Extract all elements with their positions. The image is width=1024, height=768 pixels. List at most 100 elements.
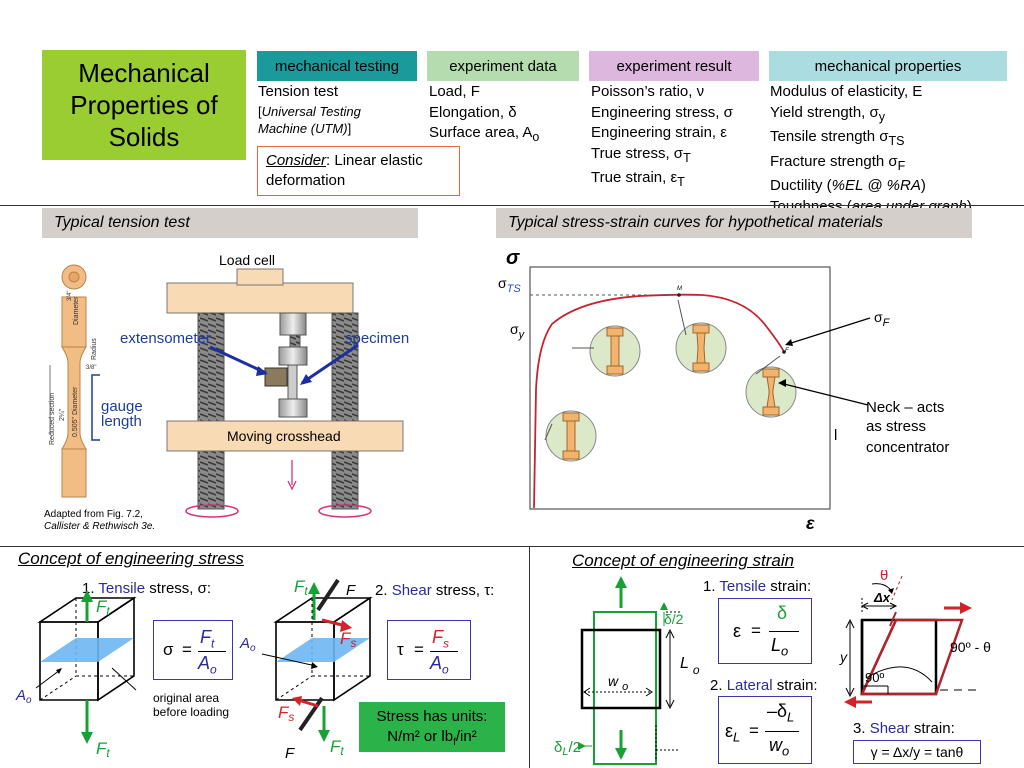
tension-test-text: Tension test <box>258 83 339 100</box>
sigma-equation: σ = Ft Ao <box>153 620 233 680</box>
consider-box: Consider: Linear elastic deformation <box>257 146 460 196</box>
shear-strain-heading: 3. Shear strain: <box>853 720 955 737</box>
ductility-text: Ductility ( <box>770 177 832 194</box>
data-column: Load, F Elongation, δ Surface area, Ao <box>429 82 539 148</box>
elongation-text: Elongation, δ <box>429 103 517 121</box>
page-title: Mechanical Properties of Solids <box>42 50 246 160</box>
tensile-strain-equation: ε = δ Lo <box>718 598 812 664</box>
fraction-bar <box>765 731 799 732</box>
dia-505-label: 0.505" Diameter <box>72 386 79 437</box>
consider-label: Consider <box>266 152 327 169</box>
credit-line: Callister & Rethwisch 3e. <box>44 521 156 532</box>
shear-cube <box>261 578 373 742</box>
lateral-strain-equation: εL = –δL wo <box>718 696 812 764</box>
consider-text: : Linear elastic <box>326 152 423 169</box>
stress-strain-figure: M F σ ε σTS σy σF Neck – acts as stress … <box>498 247 949 533</box>
ft-label-shear-bottom: Ft <box>330 737 344 758</box>
eq-numerator: Fs <box>432 627 449 651</box>
length-label: length <box>101 413 142 430</box>
gauge-label: gauge <box>101 398 143 415</box>
dim-label: 3/4" <box>67 291 73 301</box>
subscript: TS <box>888 134 905 148</box>
tensile-stress-heading: 1. Tensile stress, σ: <box>82 580 212 597</box>
title-line: Solids <box>108 122 180 152</box>
true-stress-text: True stress, σ <box>591 144 684 162</box>
poisson-text: Poisson’s ratio, ν <box>591 83 705 100</box>
ductility-text: ) <box>920 177 926 194</box>
specimen-label: specimen <box>345 330 409 347</box>
fs-label: Fs <box>340 629 356 650</box>
tension-test-bar: Typical tension test <box>42 208 418 238</box>
reduced-section-label: Reduced section <box>49 393 56 445</box>
lateral-strain-heading: 2. Lateral strain: <box>710 677 818 694</box>
radius-label: Radius <box>91 338 98 360</box>
eq-numerator: δ <box>777 603 788 623</box>
point-f: F <box>785 348 789 354</box>
dx-label: Δx <box>873 590 891 605</box>
subscript: T <box>683 150 691 165</box>
divider <box>0 205 1024 206</box>
result-column: Poisson’s ratio, ν Engineering stress, σ… <box>591 82 733 193</box>
eq-symbol: εL <box>725 721 741 745</box>
eq-denominator: Ao <box>198 653 217 677</box>
bracket: [ <box>258 103 262 119</box>
title-line: Mechanical <box>78 58 210 88</box>
eq-numerator: Ft <box>200 627 215 651</box>
subscript: F <box>897 158 906 173</box>
modulus-text: Modulus of elasticity, E <box>770 83 923 100</box>
testing-column: Tension test [Universal Testing Machine … <box>258 82 361 137</box>
area-text: Surface area, A <box>429 124 533 141</box>
title-line: Properties of <box>70 90 218 120</box>
header-mechanical-testing: mechanical testing <box>257 51 417 81</box>
fraction-bar <box>430 651 458 652</box>
fs-label: Fs <box>278 703 294 724</box>
eq-denominator: wo <box>769 735 790 759</box>
strain-title: Concept of engineering strain <box>572 551 795 570</box>
half-delta-label: δ/2 <box>664 611 684 627</box>
moving-crosshead-label: Moving crosshead <box>227 428 341 444</box>
stress-title: Concept of engineering stress <box>18 549 244 568</box>
eq-symbol: τ <box>397 640 404 659</box>
specimen-stage-4 <box>745 366 797 418</box>
sigma-y-label: σy <box>510 321 526 341</box>
toughness-text: ) <box>966 197 972 215</box>
diameter-label: Diameter <box>73 296 80 325</box>
fraction-bar <box>769 631 799 632</box>
stress-strain-bar: Typical stress-strain curves for hypothe… <box>496 208 972 238</box>
divider <box>0 546 1024 547</box>
units-text: Stress has units: <box>376 708 488 725</box>
specimen-drawing: Diameter Radius Reduced section 2¼" 0.50… <box>49 264 100 498</box>
angle-label: 90º - θ <box>950 639 991 655</box>
load-text: Load, F <box>429 83 480 100</box>
tensile-strain-heading: 1. Tensile strain: <box>703 578 812 595</box>
yield-text: Yield strength, σ <box>770 103 879 121</box>
eq-equals: = <box>182 640 192 659</box>
subscript: y <box>878 109 886 124</box>
sigma-axis-label: σ <box>506 247 520 269</box>
tensile-cube <box>35 590 137 744</box>
eng-strain-text: Engineering strain, ε <box>591 124 727 141</box>
eq-symbol: σ <box>163 640 174 659</box>
divider <box>529 546 530 768</box>
utm-text: Machine (UTM) <box>258 120 348 136</box>
shear-stress-heading: 2. Shear stress, τ: <box>375 582 495 599</box>
ductility-em: %EL @ %RA <box>831 177 921 194</box>
header-experiment-result: experiment result <box>589 51 759 81</box>
subscript: f <box>453 737 456 748</box>
point-m: M <box>677 286 682 292</box>
ao-label-shear: Ao <box>239 635 256 654</box>
reduced-length-label: 2¼" <box>59 408 66 421</box>
theta-label: θ <box>880 570 888 584</box>
neck-label: Neck – acts <box>866 399 944 416</box>
subscript: T <box>677 175 685 189</box>
ninety-label: 90º <box>865 670 884 685</box>
y-label: y <box>839 649 848 665</box>
neck-label: concentrator <box>866 439 949 456</box>
eq-equals: = <box>749 721 759 740</box>
units-box: Stress has units: N/m² or lbf/in² <box>359 702 505 752</box>
subscript: o <box>532 130 540 144</box>
bar-mark: l <box>834 427 837 444</box>
header-mechanical-properties: mechanical properties <box>769 51 1007 81</box>
